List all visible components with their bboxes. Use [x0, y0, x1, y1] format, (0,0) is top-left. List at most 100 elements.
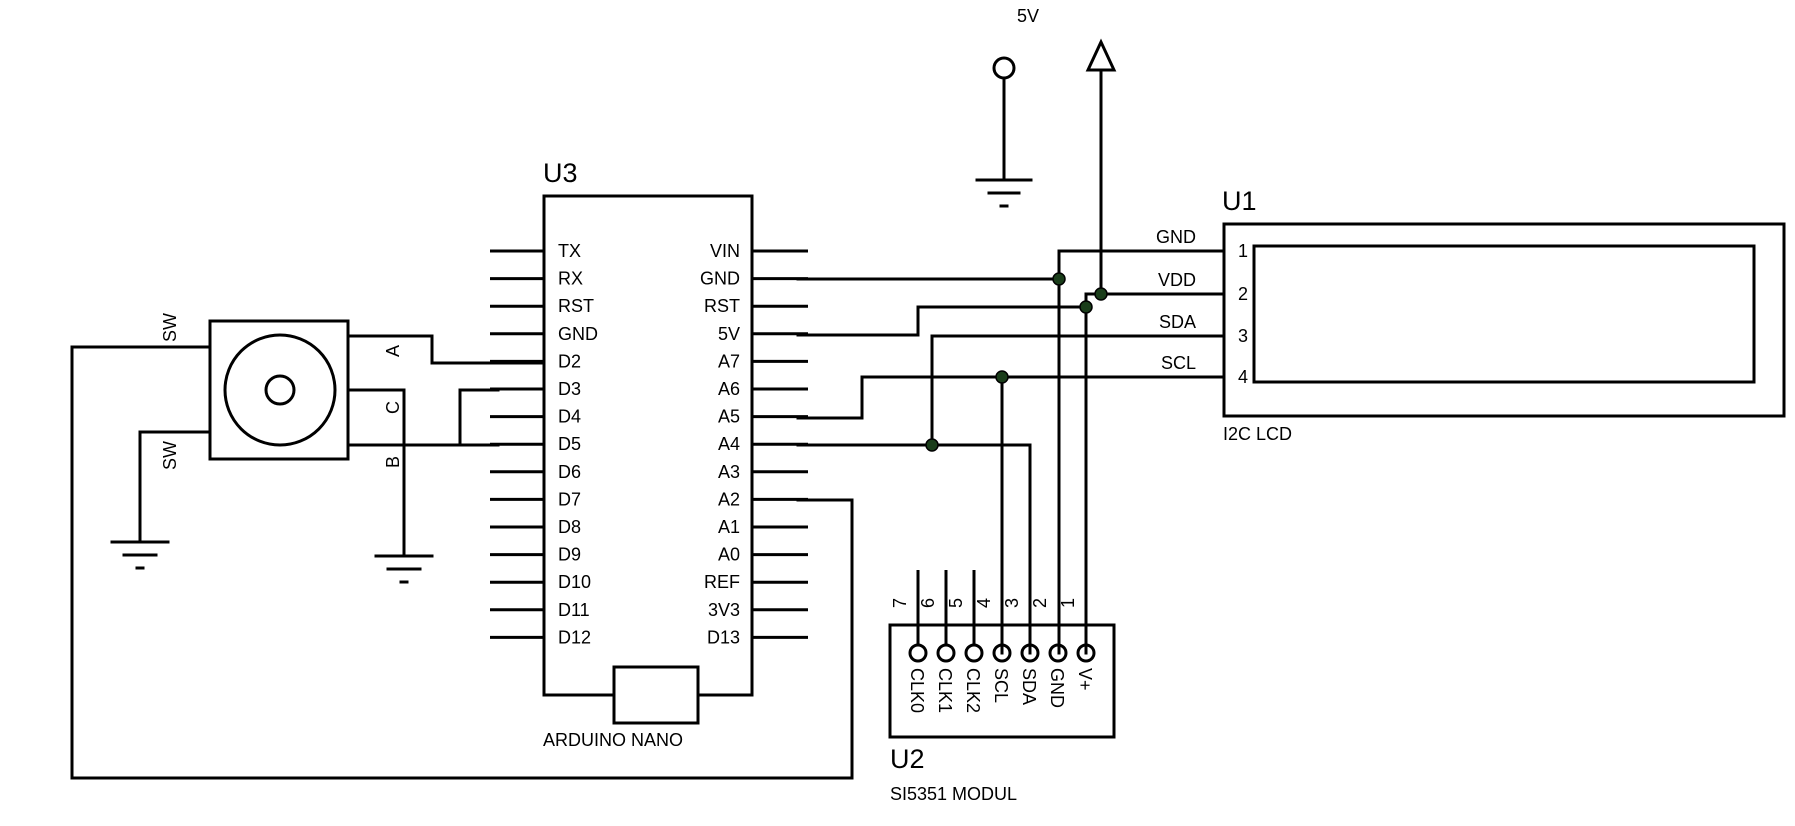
svg-text:5V: 5V — [1017, 6, 1039, 26]
encoder-c-label: C — [383, 401, 403, 414]
svg-text:GND: GND — [700, 269, 740, 289]
arduino-pin-d12: D12 — [490, 627, 591, 647]
wire-vplus-bus — [1084, 292, 1226, 655]
junction-dots — [925, 272, 1108, 452]
encoder-b-label: B — [383, 456, 403, 468]
svg-text:TX: TX — [558, 241, 581, 261]
svg-text:A3: A3 — [718, 462, 740, 482]
arduino-pin-a7: A7 — [718, 351, 808, 371]
svg-text:VDD: VDD — [1158, 270, 1196, 290]
svg-text:1: 1 — [1058, 598, 1078, 608]
ground-symbol-encoder-sw — [110, 540, 170, 570]
svg-text:REF: REF — [704, 572, 740, 592]
svg-text:A0: A0 — [718, 545, 740, 565]
svg-text:SCL: SCL — [991, 668, 1011, 703]
svg-text:A5: A5 — [718, 407, 740, 427]
arduino-pin-tx: TX — [490, 241, 581, 261]
wire-a-to-d2 — [346, 334, 546, 365]
svg-text:D8: D8 — [558, 517, 581, 537]
svg-text:VIN: VIN — [710, 241, 740, 261]
arduino-pin-a4: A4 — [718, 434, 808, 454]
svg-text:SDA: SDA — [1159, 312, 1196, 332]
arduino-pin-d11: D11 — [490, 600, 590, 620]
svg-text:SDA: SDA — [1019, 668, 1039, 705]
svg-text:D10: D10 — [558, 572, 591, 592]
svg-text:V+: V+ — [1075, 668, 1095, 691]
arduino-pin-d13: D13 — [707, 627, 808, 647]
svg-text:D7: D7 — [558, 489, 581, 509]
svg-text:A2: A2 — [718, 489, 740, 509]
wire-sda-bus — [930, 334, 1226, 447]
svg-text:A1: A1 — [718, 517, 740, 537]
svg-text:5: 5 — [946, 598, 966, 608]
arduino-pin-gnd: GND — [700, 269, 808, 289]
arduino-body — [542, 194, 754, 697]
arduino-pin-a5: A5 — [718, 407, 808, 427]
arduino-pin-d4: D4 — [490, 407, 581, 427]
lcd-name: I2C LCD — [1223, 424, 1292, 444]
arduino-pin-3v3: 3V3 — [708, 600, 808, 620]
arduino-pin-d10: D10 — [490, 572, 591, 592]
junction-scl — [995, 370, 1009, 384]
wire-b-to-d5 — [346, 388, 500, 447]
svg-text:A6: A6 — [718, 379, 740, 399]
svg-text:D5: D5 — [558, 434, 581, 454]
svg-text:3: 3 — [1002, 598, 1022, 608]
svg-text:A7: A7 — [718, 351, 740, 371]
lcd-ref: U1 — [1222, 186, 1257, 216]
svg-text:D2: D2 — [558, 351, 581, 371]
wire-sw-to-ground — [138, 430, 212, 544]
arduino-pin-rst: RST — [704, 296, 808, 316]
arduino-pin-d5: D5 — [490, 434, 581, 454]
encoder-a-label: A — [383, 345, 403, 357]
si5351-name: SI5351 MODUL — [890, 784, 1017, 804]
arduino-pin-gnd: GND — [490, 324, 598, 344]
wire-a4-sda — [796, 443, 1032, 655]
svg-text:GND: GND — [1156, 227, 1196, 247]
encoder-knob — [223, 333, 337, 447]
junction-5v — [1079, 300, 1093, 314]
wire-sw-to-a2 — [70, 345, 854, 780]
junction-gnd — [1052, 272, 1066, 286]
arduino-pin-a3: A3 — [718, 462, 808, 482]
encoder-body — [208, 319, 350, 461]
svg-text:3V3: 3V3 — [708, 600, 740, 620]
svg-text:D13: D13 — [707, 627, 740, 647]
svg-text:D9: D9 — [558, 545, 581, 565]
svg-text:D11: D11 — [558, 600, 590, 620]
svg-text:A4: A4 — [718, 434, 740, 454]
svg-text:D3: D3 — [558, 379, 581, 399]
encoder-wires — [70, 334, 854, 780]
arduino-pin-d9: D9 — [490, 545, 581, 565]
svg-text:SCL: SCL — [1161, 353, 1196, 373]
arduino-pin-a1: A1 — [718, 517, 808, 537]
svg-text:CLK0: CLK0 — [907, 668, 927, 713]
arduino-usb-connector — [612, 665, 700, 725]
wire-arduino-5v — [796, 305, 1088, 337]
arduino-pin-d3: D3 — [490, 379, 581, 399]
wire-c-to-ground — [346, 388, 406, 558]
junction-sda — [925, 438, 939, 452]
arduino-name: ARDUINO NANO — [543, 730, 683, 750]
svg-text:7: 7 — [890, 598, 910, 608]
arduino-pin-a6: A6 — [718, 379, 808, 399]
arduino-pin-d2: D2 — [490, 351, 581, 371]
svg-text:RST: RST — [704, 296, 740, 316]
arduino-pin-a2: A2 — [718, 489, 808, 509]
junction-vdd — [1094, 287, 1108, 301]
encoder-sw-top-label: SW — [160, 313, 180, 342]
arduino-pin-rx: RX — [490, 269, 583, 289]
svg-text:D6: D6 — [558, 462, 581, 482]
supply-5v-label: 5V — [1017, 6, 1039, 26]
svg-text:5V: 5V — [718, 324, 740, 344]
encoder-sw-bottom-label: SW — [160, 441, 180, 470]
arduino-ref: U3 — [543, 158, 578, 188]
ground-symbol-top — [975, 178, 1033, 208]
